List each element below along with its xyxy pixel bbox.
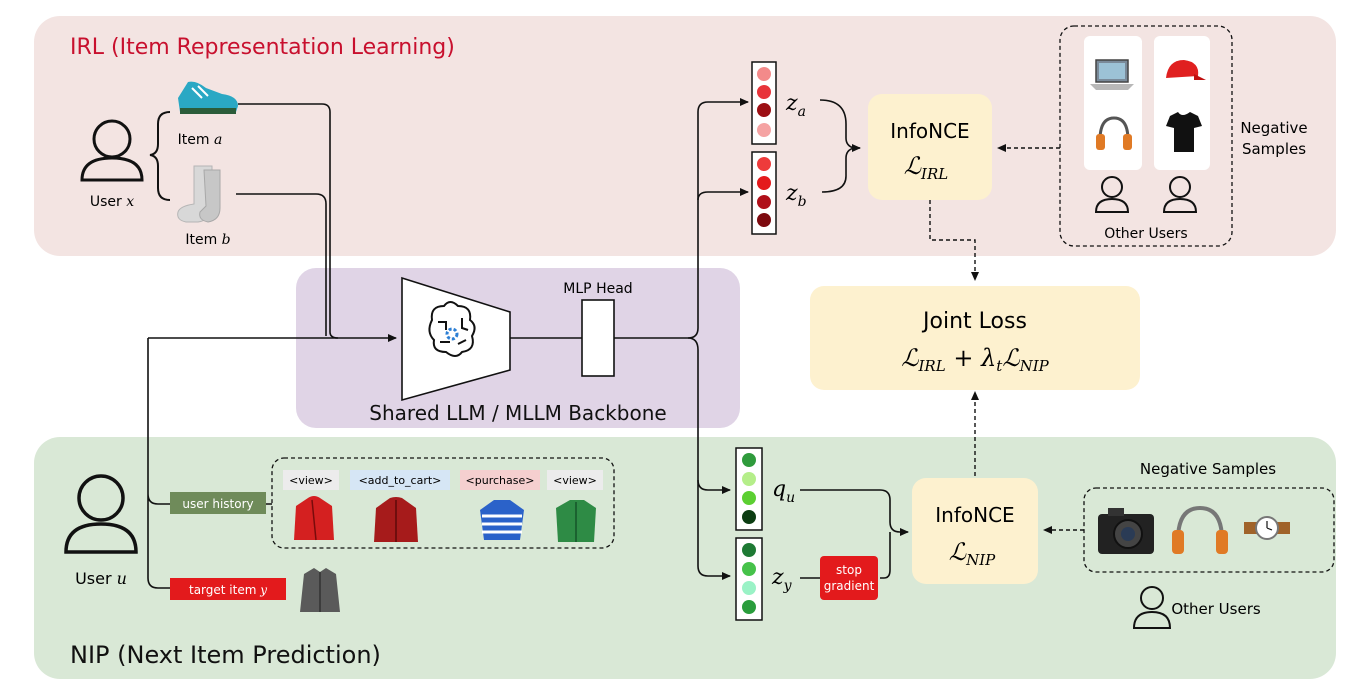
mlp-to-za-arrow <box>614 98 749 339</box>
nip-loss-label: ℒNIP <box>949 538 996 569</box>
za-cell <box>757 85 771 99</box>
qu-cell <box>742 453 756 467</box>
socks-icon <box>177 165 221 223</box>
action-tag-add-to-cart: <add_to_cart> <box>350 470 450 490</box>
red-hoodie-icon <box>294 496 334 541</box>
nip-infonce-box <box>912 478 1038 584</box>
zb-cell <box>757 176 771 190</box>
laptop-icon <box>1090 59 1134 90</box>
za-cell <box>757 103 771 117</box>
other-user-icon <box>1094 176 1130 213</box>
item-b-line <box>236 193 327 336</box>
user-u-bracket <box>147 338 170 589</box>
user-items-brace <box>149 111 171 201</box>
zy-cell <box>742 543 756 557</box>
camera-icon <box>1098 508 1154 554</box>
irl-other-users-label: Other Users <box>1104 226 1187 242</box>
irl-loss-label: ℒIRL <box>904 152 949 183</box>
svg-text:<purchase>: <purchase> <box>466 474 535 487</box>
qu-embedding <box>735 447 763 531</box>
gear-icon <box>445 327 459 341</box>
brain-icon <box>428 301 476 357</box>
mlp-head-label: MLP Head <box>563 281 632 297</box>
action-tag-view: <view> <box>547 470 603 490</box>
irl-negative-card-1 <box>1084 36 1142 170</box>
item-a-label: Item a <box>178 132 223 148</box>
zb-cell <box>757 213 771 227</box>
nip-negative-samples-label: Negative Samples <box>1140 460 1276 478</box>
joint-loss-box <box>810 286 1140 390</box>
irl-region <box>34 16 1336 256</box>
llm-trapezoid <box>401 276 511 402</box>
nip-other-users-label: Other Users <box>1171 600 1261 618</box>
za-embedding <box>751 61 777 145</box>
za-cell <box>757 67 771 81</box>
zy-cell <box>742 600 756 614</box>
zy-label: zy <box>771 565 793 594</box>
target-item-tag <box>170 578 286 600</box>
irl-infonce-label: InfoNCE <box>890 119 969 143</box>
qu-label: qu <box>772 477 795 506</box>
target-item-tag-label: target item y <box>189 583 267 597</box>
zb-cell <box>757 157 771 171</box>
zb-cell <box>757 195 771 209</box>
nip-infonce-label: InfoNCE <box>935 503 1014 527</box>
user-x-label: User x <box>90 194 134 210</box>
irl-title: IRL (Item Representation Learning) <box>70 35 455 60</box>
joint-loss-title: Joint Loss <box>921 309 1027 334</box>
za-label: za <box>785 91 806 120</box>
zb-label: zb <box>785 181 807 210</box>
zy-to-infonce-line <box>800 532 891 579</box>
zy-cell <box>742 562 756 576</box>
item-b-label: Item b <box>185 232 230 248</box>
user-x-icon <box>80 119 144 182</box>
user-u-label: User u <box>75 569 127 588</box>
irl-infonce-box <box>868 94 992 200</box>
nip-title: NIP (Next Item Prediction) <box>70 641 381 669</box>
qu-to-infonce-line <box>800 489 909 536</box>
mlp-head-box <box>581 299 615 377</box>
striped-sweater-icon <box>480 500 524 540</box>
mlp-to-zb-arrow <box>697 188 749 201</box>
red-jacket-icon <box>374 497 418 542</box>
headphones-icon <box>1096 116 1132 150</box>
cap-icon <box>1166 60 1206 80</box>
history-box <box>271 457 615 549</box>
coat-icon <box>300 568 340 612</box>
user-u-icon <box>64 474 138 554</box>
action-tag-view: <view> <box>283 470 339 490</box>
qu-cell <box>742 491 756 505</box>
zy-cell <box>742 581 756 595</box>
joint-loss-formula: ℒIRL + λtℒNIP <box>901 344 1049 375</box>
mlp-to-zy-arrow <box>697 480 731 580</box>
watch-icon <box>1244 516 1290 540</box>
stop-gradient-tag <box>820 556 878 600</box>
user-history-tag <box>170 492 266 514</box>
qu-cell <box>742 510 756 524</box>
irl-negatives-box <box>1059 25 1233 247</box>
action-tag-purchase: <purchase> <box>460 470 540 490</box>
green-cardigan-icon <box>556 500 596 542</box>
svg-text:<view>: <view> <box>553 474 597 487</box>
other-user-icon <box>1162 176 1198 213</box>
tshirt-icon <box>1166 112 1202 152</box>
nip-other-users-icon <box>1132 586 1172 629</box>
zy-embedding <box>735 537 763 621</box>
sneaker-icon <box>178 81 238 114</box>
za-cell <box>757 123 771 137</box>
user-history-tag-label: user history <box>182 497 253 511</box>
svg-text:<view>: <view> <box>289 474 333 487</box>
qu-cell <box>742 472 756 486</box>
svg-text:<add_to_cart>: <add_to_cart> <box>359 474 442 487</box>
backbone-title: Shared LLM / MLLM Backbone <box>369 401 666 425</box>
zb-embedding <box>751 151 777 235</box>
headphones-icon <box>1172 505 1228 554</box>
irl-to-joint-arrow <box>929 200 979 281</box>
